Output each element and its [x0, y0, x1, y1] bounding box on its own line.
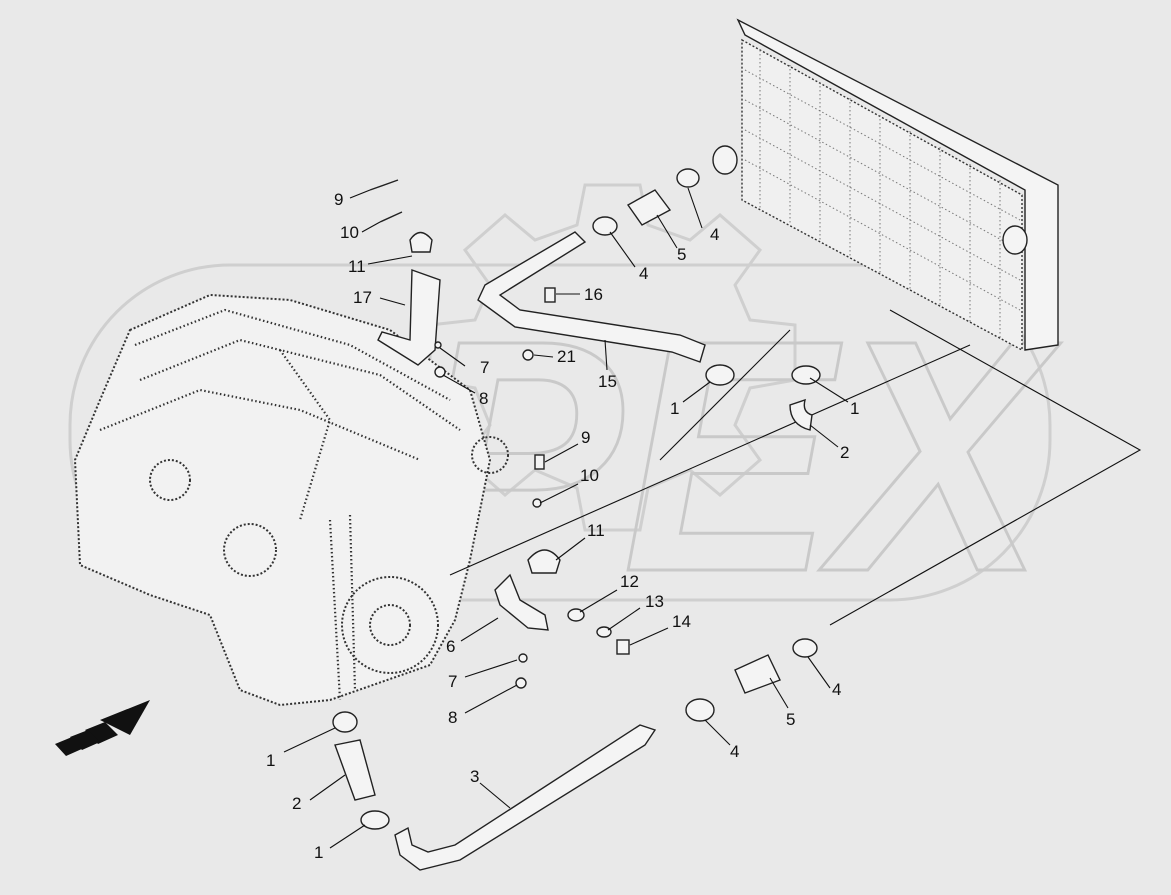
callout-12: 12	[620, 572, 639, 591]
bracket-17	[377, 269, 441, 366]
callout-11: 11	[587, 521, 605, 540]
callout-14: 14	[672, 612, 691, 631]
watermark-oval	[68, 263, 1052, 602]
callout-1: 1	[314, 843, 323, 862]
callout-15: 15	[598, 372, 617, 391]
upper-pipe	[477, 231, 706, 363]
callout-8: 8	[479, 389, 488, 408]
callout-2: 2	[840, 443, 849, 462]
direction-arrow-icon	[55, 700, 150, 756]
sleeve-upper	[626, 189, 672, 226]
callout-16: 16	[584, 285, 603, 304]
callout-4: 4	[639, 264, 648, 283]
callout-21: 21	[557, 347, 576, 366]
callout-1: 1	[266, 751, 275, 770]
clamps	[332, 168, 821, 830]
callout-10: 10	[580, 466, 599, 485]
callout-4: 4	[730, 742, 739, 761]
callout-13: 13	[645, 592, 664, 611]
callout-4: 4	[832, 680, 841, 699]
callout-6: 6	[446, 637, 455, 656]
radiator	[712, 18, 1059, 352]
callout-4: 4	[710, 225, 719, 244]
sleeve-lower	[734, 654, 781, 694]
callout-9: 9	[334, 190, 343, 209]
callout-2: 2	[292, 794, 301, 813]
elbow-upper	[789, 398, 813, 431]
engine	[73, 293, 509, 707]
bracket-6	[494, 573, 549, 631]
callout-5: 5	[677, 245, 686, 264]
callout-8: 8	[448, 708, 457, 727]
lower-pipe	[394, 724, 657, 871]
callout-9: 9	[581, 428, 590, 447]
callout-3: 3	[470, 767, 479, 786]
leader-lines	[283, 187, 849, 849]
elbow-lower	[334, 739, 376, 801]
callout-7: 7	[448, 672, 457, 691]
callout-labels: 9 10 11 17 7 8 16 21 15 4 5 4 1 1 2 9 10…	[266, 190, 859, 862]
reference-lines	[449, 309, 1142, 626]
fasteners	[369, 179, 630, 689]
callout-17: 17	[353, 288, 372, 307]
callout-1: 1	[670, 399, 679, 418]
callout-7: 7	[480, 358, 489, 377]
callout-10: 10	[340, 223, 359, 242]
callout-5: 5	[786, 710, 795, 729]
callout-1: 1	[850, 399, 859, 418]
callout-11: 11	[348, 257, 366, 276]
